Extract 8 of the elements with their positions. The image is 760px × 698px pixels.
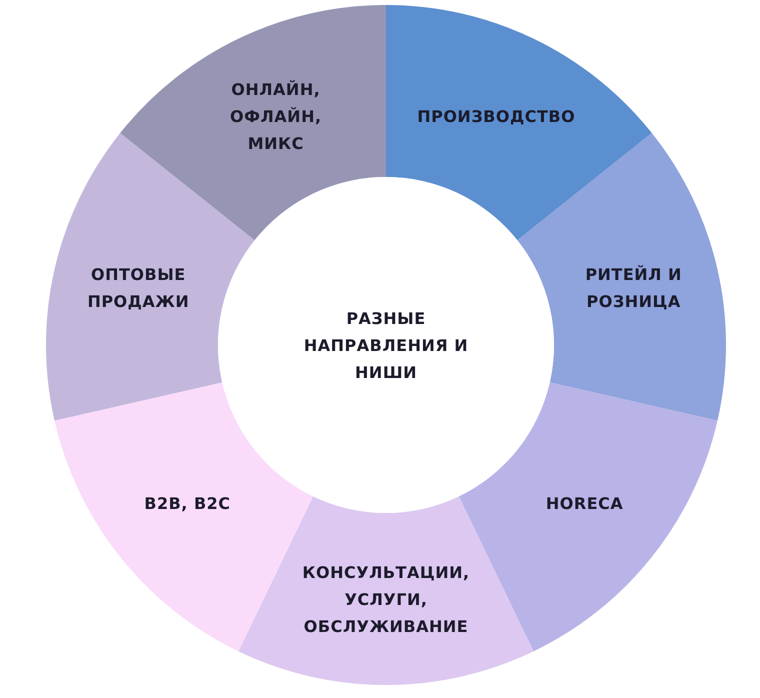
segment-label: РИТЕЙЛ И РОЗНИЦА — [584, 264, 683, 314]
segment-label: HORECA — [544, 492, 624, 515]
segment-label: КОНСУЛЬТАЦИИ, УСЛУГИ, ОБСЛУЖИВАНИЕ — [301, 562, 471, 638]
segment-label: ОНЛАЙН, ОФЛАЙН, МИКС — [229, 78, 323, 155]
center-label: РАЗНЫЕ НАПРАВЛЕНИЯ И НИШИ — [302, 308, 470, 384]
segment-label: ПРОИЗВОДСТВО — [416, 106, 576, 128]
segment-label: ОПТОВЫЕ ПРОДАЖИ — [86, 264, 190, 314]
segment-label: B2B, B2C — [143, 492, 232, 515]
